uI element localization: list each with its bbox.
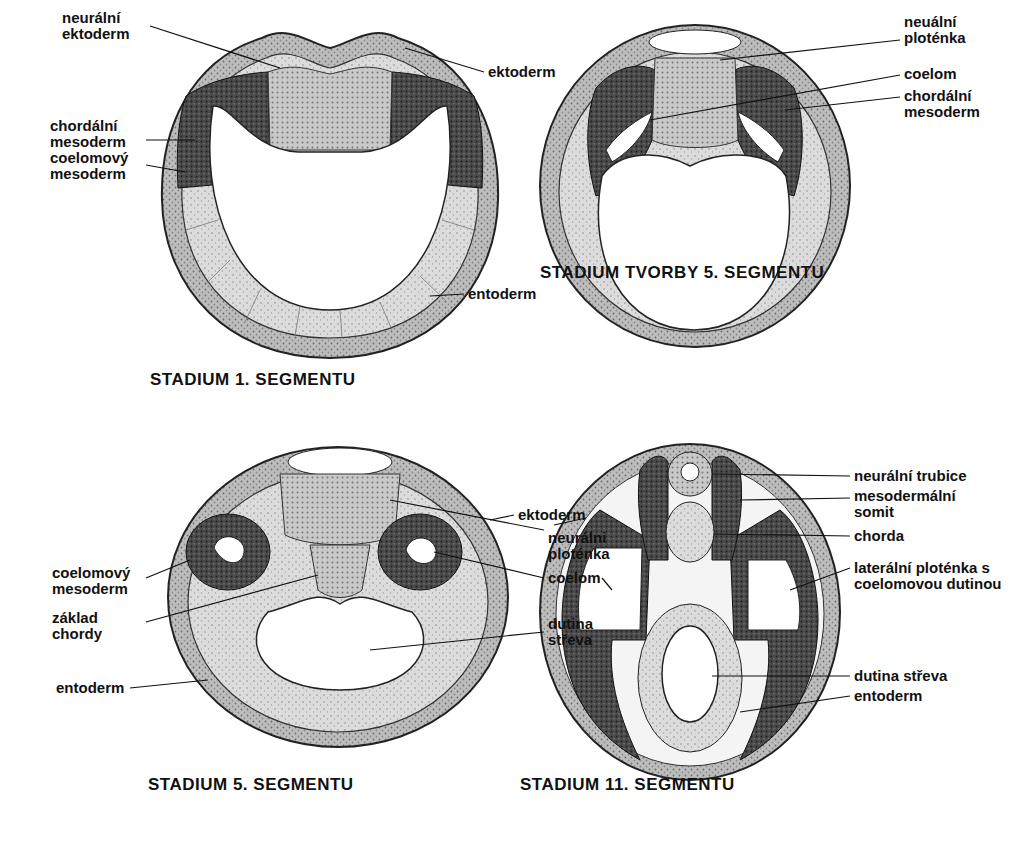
mesodermal-somit-right (712, 456, 742, 560)
leader-lines (714, 534, 850, 536)
leader-lines (146, 139, 195, 140)
mesodermal-somit-left (638, 456, 668, 560)
part-label: základ chordy (52, 610, 144, 642)
leader-lines (146, 575, 318, 622)
entoderm-layer (188, 472, 488, 732)
leader-lines (602, 578, 612, 590)
part-label: chordální mesoderm (50, 118, 142, 150)
part-label: entoderm (854, 688, 922, 704)
section-stage-11 (540, 444, 840, 780)
leader-lines (785, 97, 900, 110)
neural-groove (288, 448, 392, 476)
leader-lines (130, 26, 900, 712)
part-label: neurální ektoderm (62, 10, 148, 42)
leader-lines (130, 680, 208, 688)
leader-lines (490, 515, 514, 520)
coelomic-mesoderm-right (378, 514, 462, 590)
leader-lines (150, 26, 280, 68)
part-label: ektoderm (488, 64, 556, 80)
gut-cavity (256, 597, 423, 690)
lateral-plate-right (730, 510, 818, 760)
leader-lines (712, 474, 850, 476)
part-label: coelomový mesoderm (52, 565, 144, 597)
leader-lines (405, 48, 484, 72)
coelom-right (406, 538, 436, 564)
part-label: dutina střeva (548, 616, 612, 648)
leader-lines (740, 696, 850, 712)
cell-lines (340, 310, 342, 338)
ectoderm-layer (168, 447, 508, 747)
leader-lines (712, 675, 850, 676)
leader-lines (650, 75, 900, 120)
cell-lines (205, 260, 230, 285)
part-label: mesodermální somit (854, 488, 974, 520)
section-stage-5 (168, 447, 508, 747)
leader-lines (790, 568, 850, 590)
section-stage-5-forming (540, 25, 850, 347)
leader-lines (146, 560, 190, 578)
part-label: neurální trubice (854, 468, 967, 484)
gut-cavity (598, 155, 789, 330)
stage-caption: STADIUM TVORBY 5. SEGMENTU (540, 263, 824, 282)
coelomic-mesoderm-left (186, 514, 270, 590)
part-label: coelom (904, 66, 957, 82)
neural-tube (668, 452, 712, 496)
part-label: neuální ploténka (904, 14, 1004, 46)
neural-plate (280, 474, 400, 545)
ectoderm-layer (540, 444, 840, 780)
part-label: coelom (548, 570, 601, 586)
chorda (666, 502, 714, 562)
coelom-right (738, 112, 784, 162)
part-label: ektoderm (518, 507, 586, 523)
stage-caption: STADIUM 5. SEGMENTU (148, 775, 354, 794)
entoderm-gut (638, 604, 742, 752)
leader-lines (740, 498, 850, 500)
coelom-right (748, 560, 800, 630)
inner-space (556, 462, 824, 766)
leader-lines (146, 165, 185, 172)
stage-caption: STADIUM 1. SEGMENTU (150, 370, 356, 389)
cell-lines (186, 220, 474, 338)
cell-lines (295, 306, 300, 336)
coelom-left (214, 537, 244, 563)
neural-groove (649, 30, 741, 54)
section-stage-1 (162, 33, 498, 358)
cell-lines (245, 290, 260, 322)
cell-lines (380, 302, 392, 330)
entoderm-layer (559, 52, 831, 332)
leader-lines (370, 632, 544, 650)
part-label: laterální ploténka s coelomovou dutinou (854, 560, 1014, 592)
neural-plate (652, 58, 738, 148)
part-label: neurálni ploténka (548, 530, 648, 562)
leader-lines (430, 294, 464, 296)
part-label: entoderm (468, 286, 536, 302)
neural-tube-lumen (681, 463, 699, 481)
stage-caption: STADIUM 11. SEGMENTU (520, 775, 735, 794)
part-label: chorda (854, 528, 904, 544)
gut-lumen (662, 626, 718, 722)
neural-ectoderm (268, 67, 392, 150)
leader-lines (720, 40, 900, 60)
chorda-base (310, 545, 370, 598)
cell-lines (186, 220, 218, 230)
part-label: chordální mesoderm (904, 88, 1004, 120)
ectoderm-layer (540, 25, 850, 347)
cell-lines (442, 220, 474, 230)
ectoderm-layer (162, 33, 498, 358)
part-label: entoderm (56, 680, 124, 696)
gut-cavity (210, 106, 450, 310)
part-label: dutina střeva (854, 668, 947, 684)
leader-lines (434, 552, 544, 578)
part-label: coelomový mesoderm (50, 150, 142, 182)
